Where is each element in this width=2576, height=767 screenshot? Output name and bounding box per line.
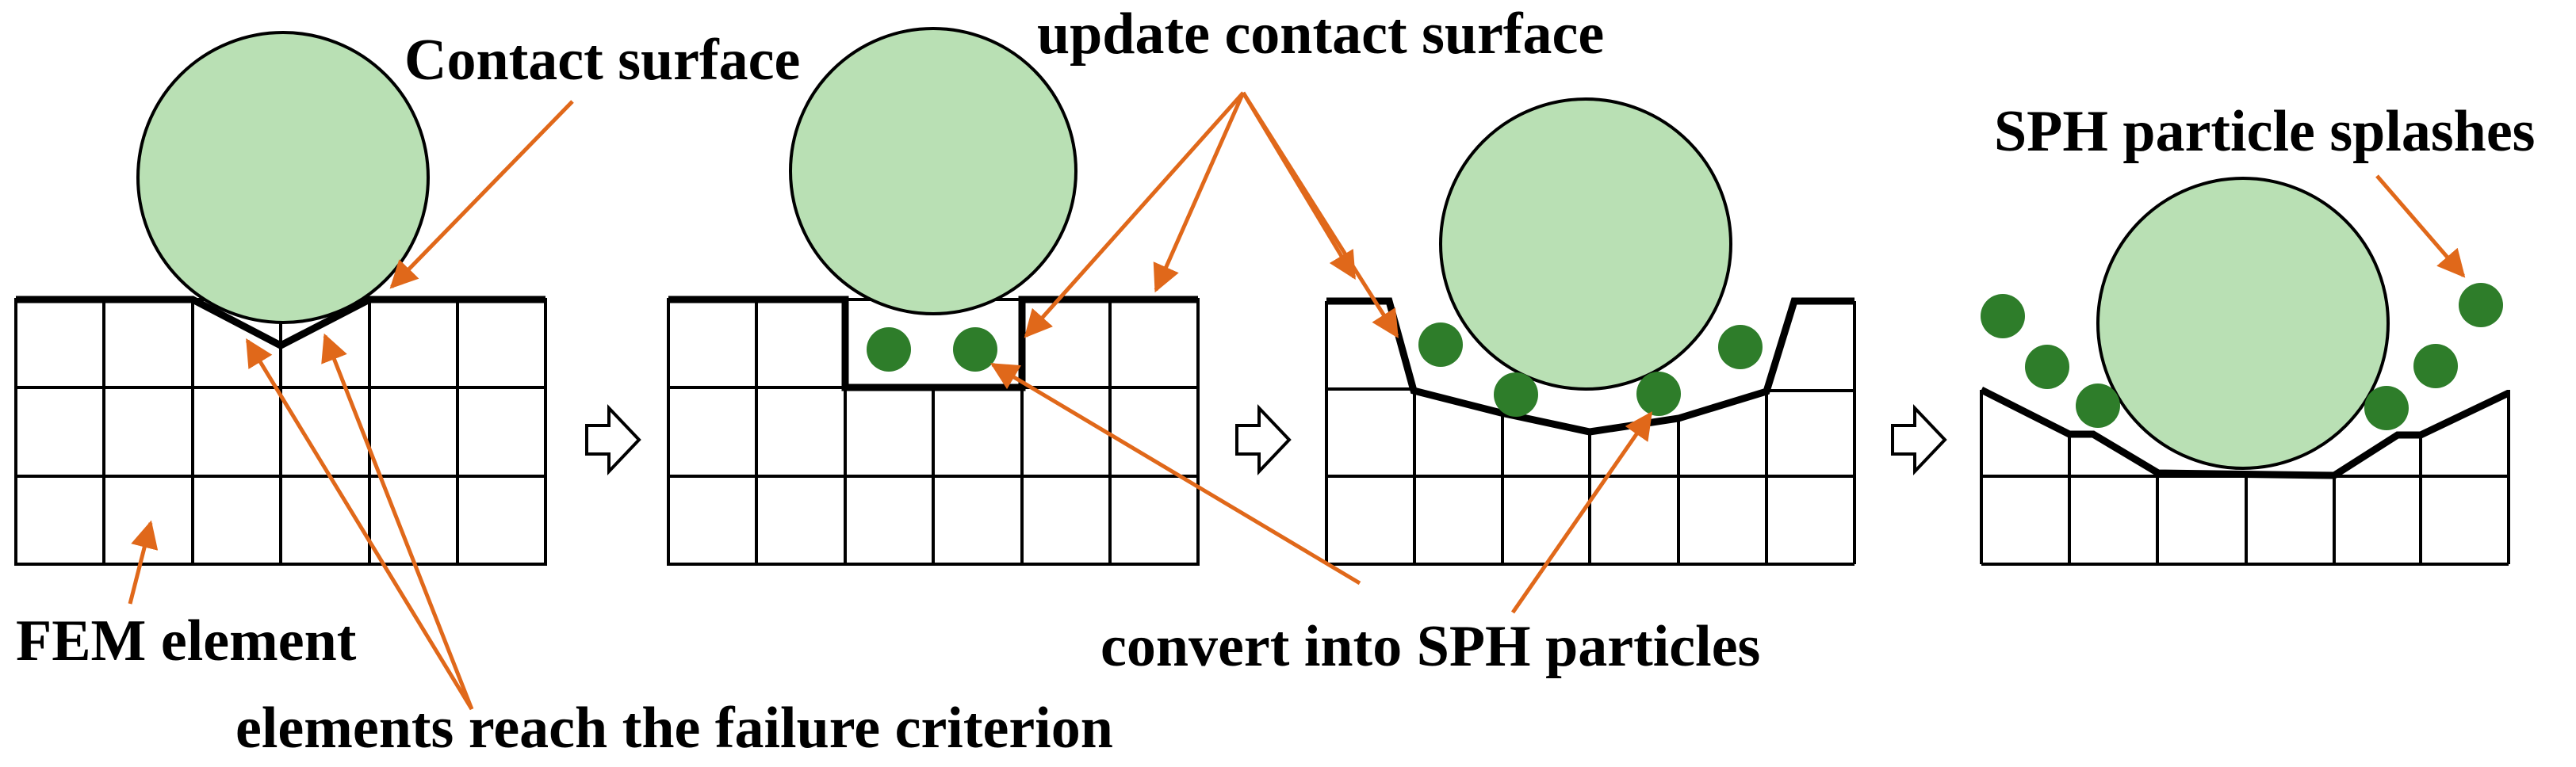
impactor-ball-3 (1439, 97, 1732, 391)
impactor-ball-4 (2096, 177, 2390, 470)
fem-mesh-3 (1325, 301, 1856, 566)
sph-particle (2364, 386, 2409, 430)
sph-particle (1418, 322, 1463, 367)
sph-particle (867, 327, 911, 372)
sph-particle (1718, 325, 1763, 369)
step-arrow-icon (1891, 403, 1947, 476)
sph-particle (1636, 372, 1681, 416)
contact-surface-4 (1979, 386, 2510, 479)
panel-1-initial-contact (14, 31, 547, 566)
panel-3-particle-conversion (1325, 97, 1856, 566)
panel-4-particle-splash (1979, 177, 2510, 566)
panel-2-element-removal (667, 27, 1200, 566)
sph-particle (1981, 294, 2025, 338)
convert-into-sph-label: convert into SPH particles (1100, 614, 1760, 679)
sph-particle (2025, 345, 2069, 389)
impactor-ball-1 (136, 31, 430, 324)
fem-mesh-1 (14, 298, 547, 566)
sph-particle-splashes-label: SPH particle splashes (1994, 99, 2535, 164)
impactor-ball-2 (789, 27, 1077, 315)
elements-reach-failure-label: elements reach the failure criterion (235, 696, 1113, 761)
sph-particle (2076, 384, 2120, 428)
sph-particle (2413, 344, 2458, 388)
sph-particle (953, 327, 997, 372)
update-contact-surface-label: update contact surface (1037, 2, 1604, 67)
annotation-arrows (128, 91, 2466, 711)
sph-particle (2459, 283, 2503, 327)
step-arrow-icon (585, 403, 641, 476)
contact-surface-1 (16, 296, 545, 350)
contact-surface-2 (668, 296, 1198, 391)
fem-element-label: FEM element (16, 609, 357, 674)
sph-particle (1494, 372, 1538, 417)
step-arrow-icon (1235, 403, 1292, 476)
contact-surface-label: Contact surface (404, 28, 800, 93)
